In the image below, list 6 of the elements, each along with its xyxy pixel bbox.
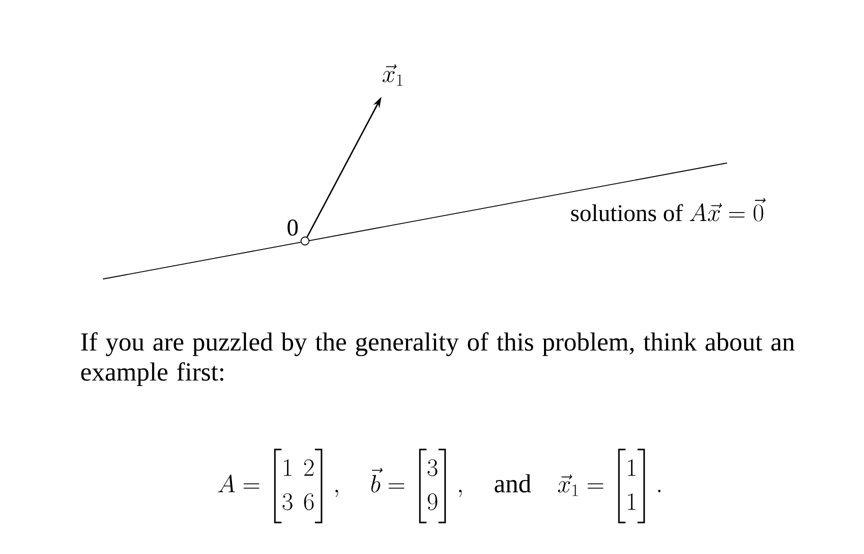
line-label: solutions of $A\vec{x} = \vec{0}$ — [571, 198, 766, 222]
origin-point — [300, 236, 310, 246]
vector-label: $\vec{x}_1$ — [382, 64, 402, 86]
equation: $A = \begin{bmatrix} 1 & 2 \\ 3 & 6 \end{bmatrix}, \quad \vec{b} = \begin{bmatrix} 3 \\ 9 \end{bmatrix}, \quad \text{and} \quad \vec{x}_1 = \begin{bmatrix} 1 \\ 1 \end{bmatrix}.$ — [218, 448, 660, 524]
origin-label: 0 — [288, 219, 298, 236]
paragraph: If you are puzzled by the generality of this problem, think about an example first: — [81, 332, 795, 386]
